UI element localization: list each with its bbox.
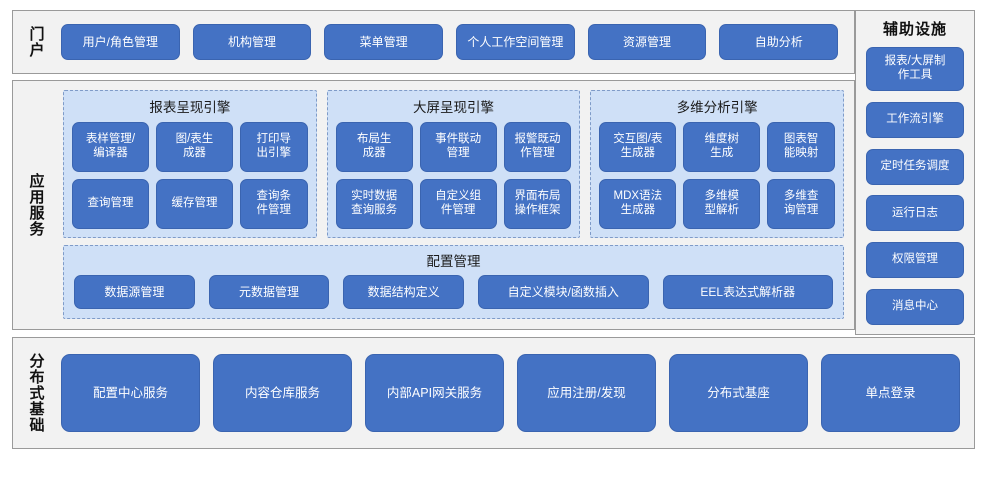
- aux-facilities-title: 辅助设施: [882, 21, 947, 38]
- config-management-panel: 配置管理 数据源管理 元数据管理 数据结构定义 自定义模块/函数插入 EEL表达…: [63, 245, 844, 319]
- config-management-title: 配置管理: [426, 254, 481, 269]
- engine-report-item-template-compiler[interactable]: 表样管理/ 编译器: [72, 122, 149, 172]
- engine-multidim-item-chart-smart-mapping[interactable]: 图表智 能映射: [767, 122, 835, 172]
- aux-item-report-bigscreen-tool[interactable]: 报表/大屏制 作工具: [866, 47, 964, 91]
- engine-multidim-item-model-parse[interactable]: 多维模 型解析: [683, 179, 761, 229]
- distributed-item-config-center[interactable]: 配置中心服务: [61, 354, 200, 432]
- engine-report-grid: 表样管理/ 编译器 图/表生 成器 打印导 出引擎 查询管理 缓存管理 查询条 …: [72, 122, 308, 229]
- distributed-item-content-repo[interactable]: 内容仓库服务: [213, 354, 352, 432]
- engine-report-item-chart-generator[interactable]: 图/表生 成器: [155, 122, 233, 172]
- engine-multidim-item-interactive-chart[interactable]: 交互图/表 生成器: [599, 122, 677, 172]
- engine-report-item-cache-mgmt[interactable]: 缓存管理: [155, 179, 233, 229]
- aux-item-scheduled-task[interactable]: 定时任务调度: [866, 148, 964, 185]
- config-item-metadata[interactable]: 元数据管理: [208, 275, 330, 309]
- portal-button-row: 用户/角色管理 机构管理 菜单管理 个人工作空间管理 资源管理 自助分析: [59, 11, 840, 73]
- aux-item-message-center[interactable]: 消息中心: [866, 288, 964, 325]
- aux-item-workflow-engine[interactable]: 工作流引擎: [866, 101, 964, 138]
- distributed-base-label: 分布式基础: [27, 353, 45, 433]
- distributed-base-zone: 分布式基础 配置中心服务 内容仓库服务 内部API网关服务 应用注册/发现 分布…: [12, 337, 975, 449]
- portal-zone: 门户 用户/角色管理 机构管理 菜单管理 个人工作空间管理 资源管理 自助分析: [12, 10, 975, 74]
- portal-item-org[interactable]: 机构管理: [192, 24, 312, 60]
- distributed-item-base-platform[interactable]: 分布式基座: [669, 354, 808, 432]
- config-management-row: 数据源管理 元数据管理 数据结构定义 自定义模块/函数插入 EEL表达式解析器: [74, 275, 833, 309]
- engine-multidim-item-query-mgmt[interactable]: 多维查 询管理: [767, 179, 835, 229]
- aux-item-permission-mgmt[interactable]: 权限管理: [866, 242, 964, 279]
- portal-item-resource[interactable]: 资源管理: [587, 24, 707, 60]
- engine-report-item-query-condition[interactable]: 查询条 件管理: [239, 179, 308, 229]
- portal-item-user-role[interactable]: 用户/角色管理: [61, 24, 180, 60]
- aux-facilities-panel: 辅助设施 报表/大屏制 作工具 工作流引擎 定时任务调度 运行日志 权限管理 消…: [855, 10, 975, 335]
- engine-report-item-print-export[interactable]: 打印导 出引擎: [239, 122, 308, 172]
- engine-multidim-item-dimension-tree[interactable]: 维度树 生成: [683, 122, 761, 172]
- aux-item-runtime-log[interactable]: 运行日志: [866, 195, 964, 232]
- config-item-datasource[interactable]: 数据源管理: [74, 275, 195, 309]
- config-item-data-structure[interactable]: 数据结构定义: [343, 275, 465, 309]
- portal-item-workspace[interactable]: 个人工作空间管理: [456, 24, 575, 60]
- portal-item-self-analysis[interactable]: 自助分析: [719, 24, 839, 60]
- engine-report-item-query-mgmt[interactable]: 查询管理: [72, 179, 149, 229]
- distributed-item-sso[interactable]: 单点登录: [821, 354, 960, 432]
- engine-bigscreen-item-custom-component[interactable]: 自定义组 件管理: [419, 179, 497, 229]
- aux-facilities-list: 报表/大屏制 作工具 工作流引擎 定时任务调度 运行日志 权限管理 消息中心: [866, 47, 964, 325]
- engine-multidim: 多维分析引擎 交互图/表 生成器 维度树 生成 图表智 能映射 MDX语法 生成…: [590, 90, 845, 238]
- engine-bigscreen-grid: 布局生 成器 事件联动 管理 报警既动 作管理 实时数据 查询服务 自定义组 件…: [335, 122, 572, 229]
- engine-bigscreen-item-ui-layout-framework[interactable]: 界面布局 操作框架: [503, 179, 572, 229]
- engine-multidim-title: 多维分析引擎: [676, 100, 758, 115]
- engine-bigscreen-item-layout-generator[interactable]: 布局生 成器: [335, 122, 413, 172]
- portal-item-menu[interactable]: 菜单管理: [324, 24, 444, 60]
- engine-bigscreen-title: 大屏呈现引擎: [413, 100, 494, 115]
- config-item-custom-module-function[interactable]: 自定义模块/函数插入: [478, 275, 649, 309]
- distributed-base-row: 配置中心服务 内容仓库服务 内部API网关服务 应用注册/发现 分布式基座 单点…: [59, 338, 974, 448]
- engine-bigscreen-item-event-linkage[interactable]: 事件联动 管理: [419, 122, 497, 172]
- engine-report-title: 报表呈现引擎: [149, 100, 231, 115]
- engine-bigscreen-item-alarm-action[interactable]: 报警既动 作管理: [503, 122, 572, 172]
- engine-multidim-item-mdx-generator[interactable]: MDX语法 生成器: [599, 179, 677, 229]
- engine-bigscreen: 大屏呈现引擎 布局生 成器 事件联动 管理 报警既动 作管理 实时数据 查询服务…: [326, 90, 581, 238]
- config-item-eel-expression-parser[interactable]: EEL表达式解析器: [662, 275, 833, 309]
- app-services-body: 报表呈现引擎 表样管理/ 编译器 图/表生 成器 打印导 出引擎 查询管理 缓存…: [59, 82, 854, 328]
- portal-label: 门户: [27, 26, 45, 58]
- portal-panel: 门户 用户/角色管理 机构管理 菜单管理 个人工作空间管理 资源管理 自助分析: [12, 10, 855, 74]
- distributed-item-api-gateway[interactable]: 内部API网关服务: [365, 354, 504, 432]
- app-services-label: 应用服务: [27, 173, 45, 237]
- engine-bigscreen-item-realtime-query[interactable]: 实时数据 查询服务: [335, 179, 413, 229]
- engines-row: 报表呈现引擎 表样管理/ 编译器 图/表生 成器 打印导 出引擎 查询管理 缓存…: [63, 90, 845, 238]
- distributed-item-app-registry[interactable]: 应用注册/发现: [517, 354, 656, 432]
- app-services-zone: 应用服务 报表呈现引擎 表样管理/ 编译器 图/表生 成器 打印导 出引擎 查询…: [12, 80, 855, 330]
- engine-multidim-grid: 交互图/表 生成器 维度树 生成 图表智 能映射 MDX语法 生成器 多维模 型…: [599, 122, 835, 229]
- engine-report: 报表呈现引擎 表样管理/ 编译器 图/表生 成器 打印导 出引擎 查询管理 缓存…: [63, 90, 317, 238]
